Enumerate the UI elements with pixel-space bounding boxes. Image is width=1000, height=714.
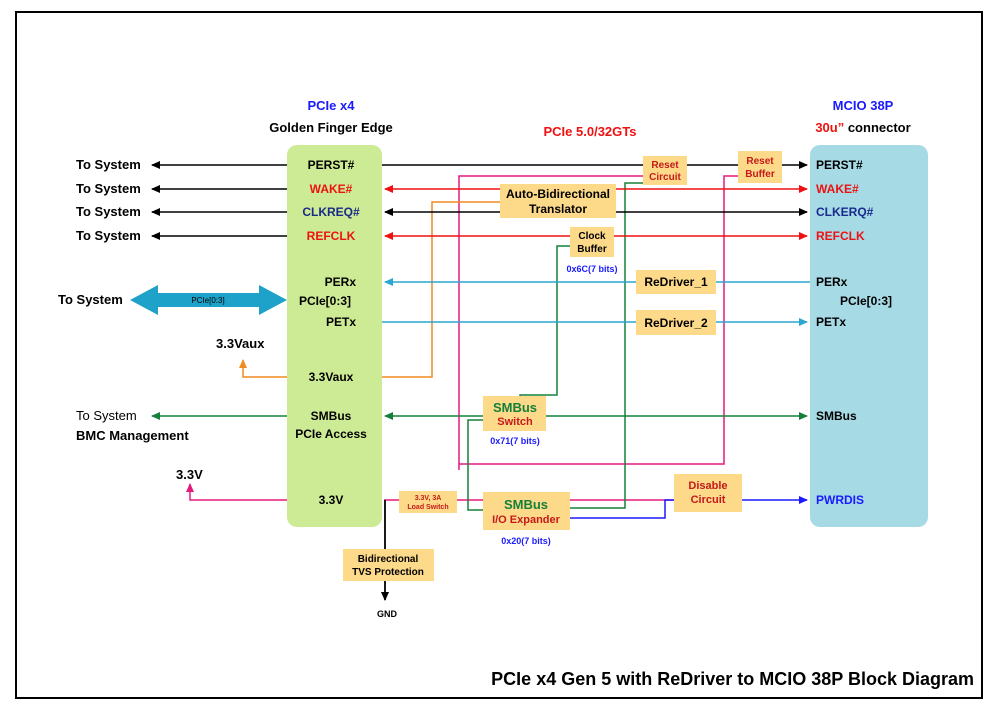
io-expander-line2: I/O Expander	[492, 514, 561, 526]
v33-arrow	[186, 483, 287, 501]
vaux-wire	[382, 201, 500, 378]
right-pin-perx: PERx	[816, 275, 848, 289]
disable-circuit-box	[674, 474, 742, 512]
pcie-bus-arrow	[130, 285, 287, 315]
translator-line1: Auto-Bidirectional	[506, 187, 610, 201]
redriver-1-label: ReDriver_1	[644, 275, 708, 289]
pwrdis-io-wire	[570, 499, 674, 519]
reset-buffer-line2: Buffer	[745, 169, 775, 180]
bus-arrow-text: PCIe[0:3]	[191, 296, 224, 305]
redriver-1-box	[636, 270, 716, 294]
redriver-2-box	[636, 310, 716, 335]
reset-circuit-box	[643, 156, 687, 185]
mcio-thickness: 30u”	[815, 120, 844, 135]
right-pin-refclk: REFCLK	[816, 229, 865, 243]
disable-circuit-line1: Disable	[688, 480, 727, 492]
diagram-frame	[15, 11, 983, 699]
clock-buffer-line1: Clock	[578, 231, 606, 242]
mcio-heading: MCIO 38P	[833, 98, 894, 113]
clock-buffer-address: 0x6C(7 bits)	[566, 264, 617, 274]
disable-circuit-line2: Circuit	[691, 494, 726, 506]
io-expander-line1: SMBus	[504, 497, 548, 512]
left-pin-refclk: REFCLK	[307, 229, 356, 243]
right-pin-clkreq: CLKERQ#	[816, 205, 874, 219]
mcio-subheading: 30u” connector	[815, 120, 910, 135]
green-wiring	[467, 182, 643, 511]
reset-circuit-line2: Circuit	[649, 172, 681, 183]
tvs-box	[343, 549, 434, 581]
mcio-connector-word: connector	[844, 120, 910, 135]
mcio-38p-block	[810, 145, 928, 527]
golden-finger-heading: Golden Finger Edge	[269, 120, 393, 135]
to-system-bus-label: To System	[58, 292, 123, 307]
to-system-smbus-label: To System	[76, 408, 137, 423]
left-pin-pcie-access: PCIe Access	[295, 427, 367, 441]
gnd-label: GND	[377, 609, 398, 619]
left-pin-petx: PETx	[326, 315, 356, 329]
pcie-x4-block	[287, 145, 382, 527]
left-pin-perst: PERST#	[308, 158, 355, 172]
translator-box	[500, 184, 616, 218]
smbus-switch-line1: SMBus	[493, 400, 537, 415]
translator-line2: Translator	[529, 202, 587, 216]
load-switch-line2: Load Switch	[407, 504, 448, 511]
left-pin-pcie-lanes: PCIe[0:3]	[299, 294, 351, 308]
pcie-x4-heading: PCIe x4	[308, 98, 356, 113]
left-3v3-label: 3.3V	[176, 467, 203, 482]
io-expander-address: 0x20(7 bits)	[501, 536, 551, 546]
vaux-arrow	[239, 359, 287, 378]
to-system-clkreq-label: To System	[76, 204, 141, 219]
reset-buffer-line1: Reset	[746, 156, 774, 167]
to-system-wake-label: To System	[76, 181, 141, 196]
right-pin-smbus: SMBus	[816, 409, 857, 423]
vaux-label: 3.3Vaux	[216, 336, 265, 351]
left-pin-perx: PERx	[325, 275, 357, 289]
right-pin-wake: WAKE#	[816, 182, 859, 196]
tvs-line2: TVS Protection	[352, 567, 424, 578]
tvs-line1: Bidirectional	[358, 554, 419, 565]
left-pin-clkreq: CLKREQ#	[302, 205, 360, 219]
right-pin-perst: PERST#	[816, 158, 863, 172]
smbus-switch-address: 0x71(7 bits)	[490, 436, 540, 446]
load-switch-box	[399, 491, 457, 513]
right-pin-pwrdis: PWRDIS	[816, 493, 864, 507]
magenta-wiring	[384, 175, 738, 501]
redriver-2-label: ReDriver_2	[644, 316, 708, 330]
clock-buffer-line2: Buffer	[577, 244, 607, 255]
left-pin-vaux: 3.3Vaux	[309, 370, 354, 384]
reset-circuit-line1: Reset	[651, 160, 679, 171]
left-pin-wake: WAKE#	[310, 182, 353, 196]
speed-label: PCIe 5.0/32GTs	[544, 124, 637, 139]
right-pin-petx: PETx	[816, 315, 846, 329]
left-pin-smbus: SMBus	[311, 409, 352, 423]
reset-buffer-box	[738, 151, 782, 183]
smbus-switch-box	[483, 396, 546, 431]
left-pin-3v3: 3.3V	[319, 493, 344, 507]
load-switch-line1: 3.3V, 3A	[415, 495, 442, 502]
bmc-management-label: BMC Management	[76, 428, 189, 443]
smbus-switch-line2: Switch	[497, 416, 533, 428]
to-system-perst-label: To System	[76, 157, 141, 172]
right-pin-pcie-lanes: PCIe[0:3]	[840, 294, 892, 308]
to-system-refclk-label: To System	[76, 228, 141, 243]
io-expander-box	[483, 492, 570, 530]
clock-buffer-box	[570, 227, 614, 257]
diagram-title: PCIe x4 Gen 5 with ReDriver to MCIO 38P …	[491, 669, 974, 689]
